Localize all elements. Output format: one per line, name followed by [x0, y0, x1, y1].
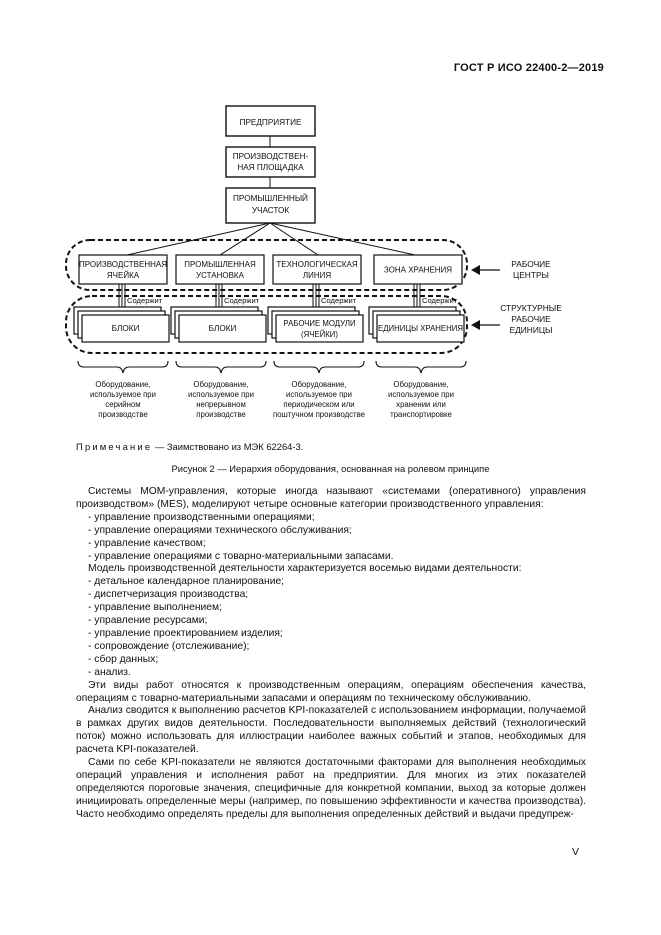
work-center-labels: ПРОИЗВОДСТВЕННАЯ ЯЧЕЙКА ПРОМЫШЛЕННАЯ УСТ…: [79, 260, 452, 280]
work-center-boxes: [78, 254, 463, 285]
wc-unit-1: ПРОМЫШЛЕННАЯ: [184, 260, 256, 269]
wc-line-1: ТЕХНОЛОГИЧЕСКАЯ: [276, 260, 357, 269]
contains-label-4: Содержит: [422, 296, 458, 305]
side-arrows: [471, 265, 500, 330]
site-label-1: ПРОИЗВОДСТВЕН-: [233, 152, 309, 161]
list-item: управление производственными операциями;: [76, 512, 586, 525]
paragraph-4: Анализ сводится к выполнению расчетов KP…: [76, 705, 586, 756]
contains-label-3: Содержит: [321, 296, 357, 305]
list-item: управление ресурсами;: [76, 615, 586, 628]
list-item: управление операциями технического обслу…: [76, 525, 586, 538]
eq-4-line-4: транспортировке: [390, 410, 452, 419]
figure-caption: Рисунок 2 — Иерархия оборудования, основ…: [171, 463, 490, 474]
paragraph-1: Системы МОМ-управления, которые иногда н…: [76, 486, 586, 510]
enterprise-box: [225, 105, 316, 137]
side-work-centers-1: РАБОЧИЕ: [511, 259, 551, 269]
unit-labels: БЛОКИ БЛОКИ РАБОЧИЕ МОДУЛИ (ЯЧЕЙКИ) ЕДИН…: [112, 319, 463, 339]
site-box: [225, 146, 316, 178]
eq-1-line-1: Оборудование,: [95, 380, 150, 389]
eq-4-line-2: используемое при: [388, 390, 454, 399]
unit-blocks-1: БЛОКИ: [112, 324, 140, 333]
area-box: [225, 187, 316, 224]
eq-2-line-2: используемое при: [188, 390, 254, 399]
eq-3-line-3: периодическом или: [283, 400, 354, 409]
top-level-boxes: [225, 105, 316, 224]
work-centers-group: [65, 239, 468, 291]
eq-4-line-1: Оборудование,: [393, 380, 448, 389]
side-units-1: СТРУКТУРНЫЕ: [500, 303, 562, 313]
note-text: — Заимствовано из МЭК 62264-3.: [152, 441, 304, 452]
standard-header: ГОСТ Р ИСО 22400-2—2019: [453, 62, 604, 74]
enterprise-label: ПРЕДПРИЯТИЕ: [240, 118, 302, 127]
list-item: управление выполнением;: [76, 602, 586, 615]
activities-list: детальное календарное планирование; дисп…: [76, 576, 586, 679]
eq-1-line-3: серийном: [105, 400, 140, 409]
paragraph-2: Модель производственной деятельности хар…: [88, 563, 522, 575]
eq-3-line-1: Оборудование,: [291, 380, 346, 389]
contains-labels: Содержит Содержит Содержит Содержит: [127, 296, 458, 305]
unit-boxes: [73, 306, 465, 343]
list-item: сопровождение (отслеживание);: [76, 641, 586, 654]
contains-label-1: Содержит: [127, 296, 163, 305]
unit-blocks-2: БЛОКИ: [209, 324, 237, 333]
area-label-2: УЧАСТОК: [252, 206, 290, 215]
eq-1-line-2: используемое при: [90, 390, 156, 399]
list-item: сбор данных;: [76, 654, 586, 667]
side-labels: РАБОЧИЕ ЦЕНТРЫ СТРУКТУРНЫЕ РАБОЧИЕ ЕДИНИ…: [500, 259, 562, 335]
eq-2-line-4: производстве: [196, 410, 245, 419]
structural-units-group: [65, 295, 468, 354]
unit-storage: ЕДИНИЦЫ ХРАНЕНИЯ: [378, 324, 463, 333]
wc-cell-2: ЯЧЕЙКА: [107, 271, 140, 280]
eq-4-line-3: хранении или: [396, 400, 446, 409]
list-item: детальное календарное планирование;: [76, 576, 586, 589]
side-units-2: РАБОЧИЕ: [511, 314, 551, 324]
contains-links: [118, 284, 421, 307]
list-item: диспетчеризация производства;: [76, 589, 586, 602]
eq-2-line-1: Оборудование,: [193, 380, 248, 389]
unit-modules-1: РАБОЧИЕ МОДУЛИ: [283, 319, 355, 328]
area-label-1: ПРОМЫШЛЕННЫЙ: [233, 192, 308, 203]
page-number: V: [571, 846, 579, 858]
eq-3-line-2: используемое при: [286, 390, 352, 399]
unit-modules-2: (ЯЧЕЙКИ): [301, 330, 338, 339]
list-item: управление операциями с товарно-материал…: [76, 551, 586, 564]
eq-2-line-3: непрерывном: [196, 400, 246, 409]
paragraph-3: Эти виды работ относятся к производствен…: [76, 679, 586, 704]
site-label-2: НАЯ ПЛОЩАДКА: [237, 163, 304, 172]
top-level-labels: ПРЕДПРИЯТИЕ ПРОИЗВОДСТВЕН- НАЯ ПЛОЩАДКА …: [233, 118, 309, 215]
body-text: Системы МОМ-управления, которые иногда н…: [76, 486, 586, 822]
wc-line-2: ЛИНИЯ: [303, 271, 332, 280]
wc-storage: ЗОНА ХРАНЕНИЯ: [384, 266, 452, 275]
side-units-3: ЕДИНИЦЫ: [510, 325, 553, 335]
side-work-centers-2: ЦЕНТРЫ: [513, 270, 549, 280]
list-item: управление проектированием изделия;: [76, 628, 586, 641]
eq-3-line-4: поштучном производстве: [273, 410, 365, 419]
equipment-braces: [77, 360, 467, 374]
equipment-labels: Оборудование, используемое при серийном …: [90, 380, 454, 419]
list-item: анализ.: [76, 667, 586, 680]
wc-cell-1: ПРОИЗВОДСТВЕННАЯ: [79, 260, 167, 269]
contains-label-2: Содержит: [224, 296, 260, 305]
list-item: управление качеством;: [76, 538, 586, 551]
equipment-hierarchy-diagram: ПРЕДПРИЯТИЕ ПРОИЗВОДСТВЕН- НАЯ ПЛОЩАДКА …: [65, 105, 562, 419]
figure-note: Примечание — Заимствовано из МЭК 62264-3…: [76, 441, 303, 452]
wc-unit-2: УСТАНОВКА: [196, 271, 245, 280]
management-categories-list: управление производственными операциями;…: [76, 512, 586, 564]
eq-1-line-4: производстве: [98, 410, 147, 419]
paragraph-5: Сами по себе KPI-показатели не являются …: [76, 757, 586, 820]
note-label: Примечание: [76, 441, 153, 452]
